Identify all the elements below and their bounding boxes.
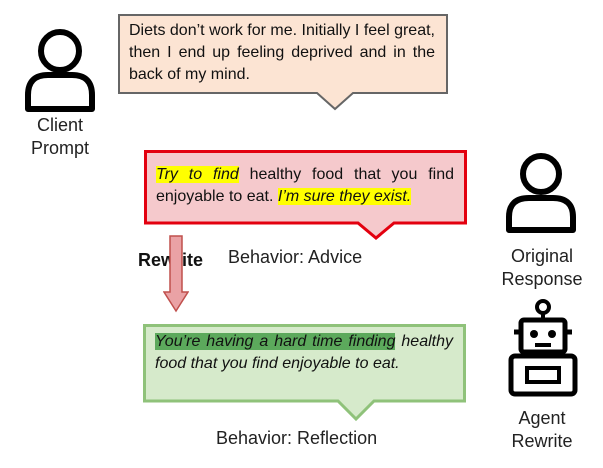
advice-response-callout: Try to find healthy food that you find e… [144,150,467,240]
agent-robot-icon [505,298,581,398]
agent-label: Agent Rewrite [487,407,597,453]
agent-label-line2: Rewrite [511,431,573,451]
client-person-icon [20,25,100,113]
reflection-text-rest: healthy food that you find enjoyable to … [155,333,453,372]
behavior-reflection-label: Behavior: Reflection [216,428,378,448]
original-label-line1: Original [510,246,574,266]
original-label: Original Response [487,245,597,291]
reflection-highlight: You’re having a hard time finding [155,333,396,350]
original-person-icon [501,150,581,234]
advice-highlight-exist: I’m sure they exist. [277,188,412,205]
original-label-line2: Response [501,269,583,289]
client-prompt-callout: Diets don’t work for me. Initially I fee… [117,13,449,113]
advice-text-mid: healthy food that you find enjoyable to … [156,166,454,205]
client-label-line2: Prompt [30,138,90,158]
client-prompt-text: Diets don’t work for me. Initially I fee… [129,22,435,83]
agent-label-line1: Agent [518,408,566,428]
client-label-line1: Client [36,115,84,135]
client-label: Client Prompt [5,114,115,160]
advice-response-text: Try to find healthy food that you find e… [156,164,454,208]
behavior-advice-label: Behavior: Advice [228,247,363,267]
reflection-rewrite-callout: You’re having a hard time finding health… [143,324,466,422]
rewrite-down-arrow-icon [162,235,190,318]
advice-highlight-try: Try to find [156,166,239,183]
reflection-text: You’re having a hard time finding health… [155,331,453,375]
